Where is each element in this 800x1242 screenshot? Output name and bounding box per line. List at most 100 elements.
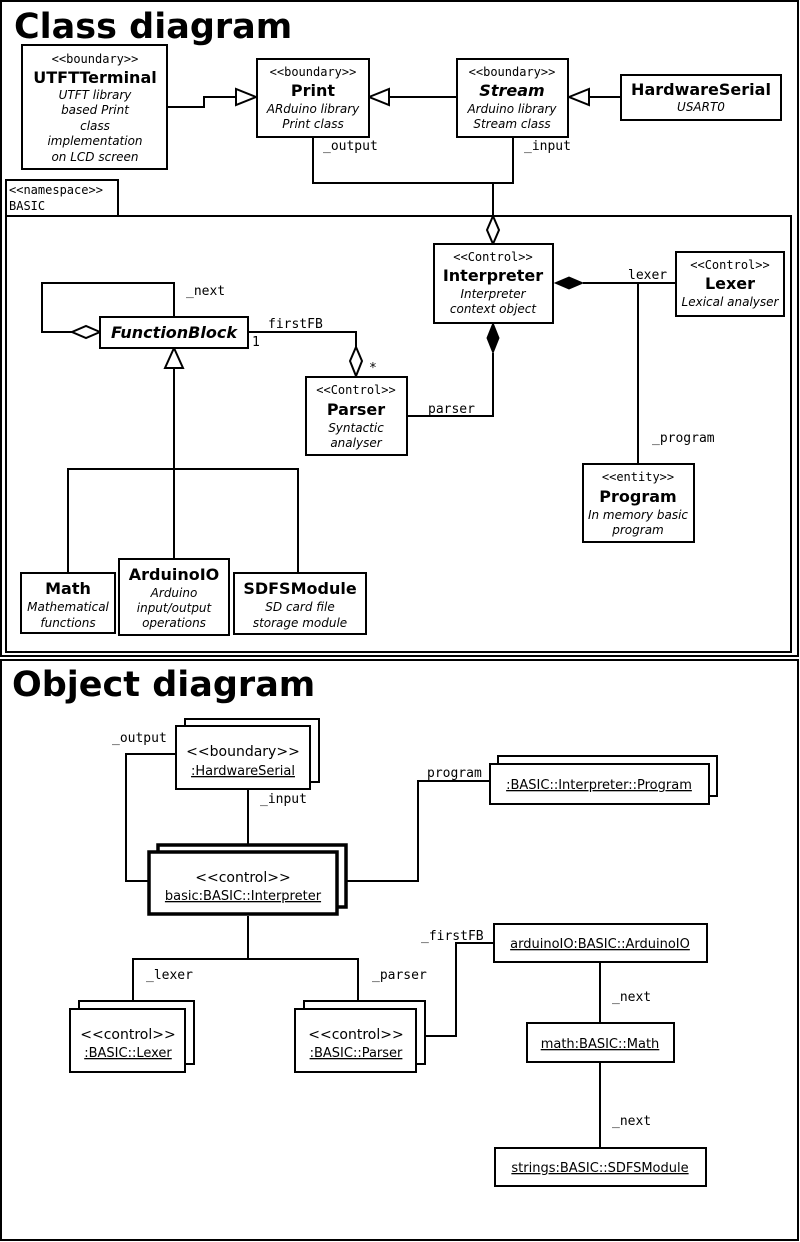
output-link-label: _output (112, 731, 167, 746)
parser-firstfb-aggregation (248, 331, 357, 347)
class-functionblock[interactable]: FunctionBlock (99, 316, 249, 349)
class-name: Interpreter (443, 266, 543, 285)
object-lexer[interactable]: <<control>> :BASIC::Lexer (69, 1000, 195, 1073)
class-description: Arduino library (466, 102, 557, 116)
class-utftterminal[interactable]: <<boundary>> UTFTTerminal UTFT library b… (21, 44, 168, 170)
class-description: Print class (282, 117, 343, 131)
object-diagram-panel: Object diagram _output _input program _l… (0, 659, 799, 1241)
generalization-arrowhead (366, 87, 390, 107)
class-name: Print (291, 81, 335, 100)
class-stereotype: <<Control>> (316, 383, 395, 397)
lexer-role-label: lexer (628, 268, 667, 283)
class-description: context object (450, 302, 538, 316)
class-name: HardwareSerial (631, 80, 771, 99)
object-hardwareserial[interactable]: <<boundary>> :HardwareSerial (175, 718, 320, 790)
class-stereotype: <<Control>> (690, 258, 769, 272)
interpreter-parser-composition (407, 353, 494, 417)
class-description: based Print (61, 103, 130, 117)
object-parser[interactable]: <<control>> :BASIC::Parser (294, 1000, 426, 1073)
class-name: UTFTTerminal (33, 68, 156, 87)
class-diagram-frame (0, 0, 799, 657)
output-link (125, 753, 176, 882)
class-name: Parser (327, 400, 385, 419)
parser-link (248, 958, 359, 1000)
class-name: Lexer (705, 274, 755, 293)
utft-print-generalization (168, 96, 236, 108)
output-input-association (312, 137, 514, 184)
object-diagram-frame (0, 659, 799, 1241)
object-diagram-title: Object diagram (12, 665, 315, 705)
namespace-name: BASIC (9, 199, 45, 213)
functionblock-next-self-association (41, 282, 175, 333)
object-name: :BASIC::Parser (310, 1046, 403, 1061)
firstfb-label: firstFB (268, 317, 323, 332)
class-name: SDFSModule (243, 579, 357, 598)
class-description: Arduino (150, 586, 198, 600)
program-link (338, 780, 490, 882)
class-stereotype: <<Control>> (453, 250, 532, 264)
class-description: on LCD screen (51, 150, 138, 164)
class-description: storage module (253, 616, 347, 630)
object-name: :BASIC::Interpreter::Program (506, 778, 692, 793)
firstfb-link (425, 942, 494, 1037)
class-print[interactable]: <<boundary>> Print ARduino library Print… (256, 58, 370, 138)
parser-link-label: _parser (372, 968, 427, 983)
class-diagram-panel: Class diagram <<namespace>> BASIC _outpu… (0, 0, 799, 657)
multiplicity-one: 1 (252, 335, 260, 350)
next-link-label-1: _next (612, 990, 651, 1005)
class-description: Lexical analyser (682, 295, 780, 309)
class-parser[interactable]: <<Control>> Parser Syntactic analyser (305, 376, 408, 456)
input-link-label: _input (260, 792, 307, 807)
object-interpreter[interactable]: <<control>> basic:BASIC::Interpreter (147, 843, 348, 916)
aggregation-diamond (69, 324, 103, 340)
class-name: Stream (479, 81, 544, 100)
class-program[interactable]: <<entity>> Program In memory basic progr… (582, 463, 695, 543)
composition-diamond (553, 276, 585, 290)
class-name: ArduinoIO (129, 565, 220, 584)
class-description: UTFT library (59, 88, 133, 102)
object-name: strings:BASIC::SDFSModule (511, 1161, 688, 1176)
object-name: math:BASIC::Math (541, 1037, 660, 1052)
class-description: implementation (47, 134, 142, 148)
object-name: arduinoIO:BASIC::ArduinoIO (510, 937, 690, 952)
class-diagram-title: Class diagram (14, 7, 292, 47)
class-description: Stream class (473, 117, 550, 131)
class-description: analyser (330, 436, 382, 450)
class-description: Syntactic (328, 421, 384, 435)
class-description: USART0 (677, 100, 725, 114)
class-description: ARduino library (266, 102, 360, 116)
object-program[interactable]: :BASIC::Interpreter::Program (489, 755, 718, 805)
firstfb-link-label: _firstFB (421, 929, 484, 944)
class-hardwareserial[interactable]: HardwareSerial USART0 (620, 74, 782, 121)
class-description: SD card file (265, 600, 334, 614)
object-stereotype: <<control>> (308, 1027, 403, 1043)
object-arduinoio[interactable]: arduinoIO:BASIC::ArduinoIO (493, 923, 708, 963)
input-label: _input (524, 139, 571, 154)
namespace-stereotype: <<namespace>> (9, 183, 103, 197)
class-description: functions (40, 616, 95, 630)
class-interpreter[interactable]: <<Control>> Interpreter Interpreter cont… (433, 243, 554, 324)
object-math[interactable]: math:BASIC::Math (526, 1022, 675, 1063)
next-label: _next (186, 284, 225, 299)
object-sdfsmodule[interactable]: strings:BASIC::SDFSModule (494, 1147, 707, 1187)
class-description: operations (142, 616, 206, 630)
output-label: _output (323, 139, 378, 154)
object-name: :HardwareSerial (191, 764, 295, 779)
class-lexer[interactable]: <<Control>> Lexer Lexical analyser (675, 251, 785, 317)
class-stereotype: <<boundary>> (52, 52, 139, 66)
class-description: program (611, 523, 664, 537)
class-math[interactable]: Math Mathematical functions (20, 572, 116, 634)
class-sdfsmodule[interactable]: SDFSModule SD card file storage module (233, 572, 367, 635)
parser-role-label: parser (428, 402, 475, 417)
generalization-arrowhead (235, 87, 259, 107)
object-name: basic:BASIC::Interpreter (165, 889, 322, 904)
class-arduinoio[interactable]: ArduinoIO Arduino input/output operation… (118, 558, 230, 636)
class-description: Interpreter (460, 287, 526, 301)
program-role-label: _program (652, 431, 715, 446)
class-name: FunctionBlock (111, 323, 238, 342)
class-description: In memory basic (588, 508, 688, 522)
class-stream[interactable]: <<boundary>> Stream Arduino library Stre… (456, 58, 569, 138)
program-link-label: program (427, 766, 482, 781)
object-name: :BASIC::Lexer (84, 1046, 172, 1061)
